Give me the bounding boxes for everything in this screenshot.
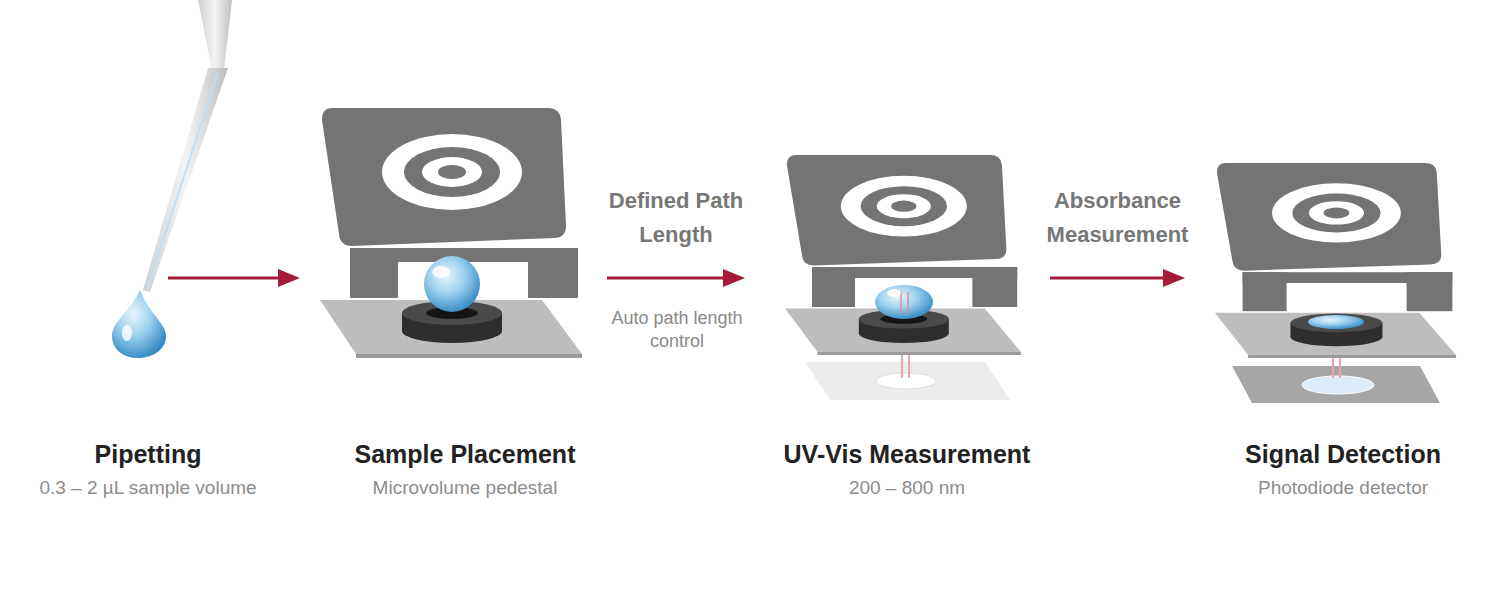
stage: Pipetting0.3 – 2 µL sample volume	[112, 100, 166, 520]
sample-drop	[112, 290, 166, 358]
stage: Signal DetectionPhotodiode detector	[1212, 100, 1460, 520]
stage: UV-Vis Measurement200 – 800 nm	[765, 100, 1020, 520]
stage-title: Pipetting	[95, 440, 202, 469]
sample-drop	[424, 256, 480, 312]
stage-title: Signal Detection	[1245, 440, 1441, 469]
spectrophotometer-pedestal	[320, 108, 582, 358]
note-label: Auto path length control	[607, 307, 747, 353]
flow-arrow	[607, 269, 745, 287]
edge-label: Absorbance Measurement	[1038, 184, 1198, 252]
sample-drop	[1308, 315, 1364, 329]
flow-arrow	[168, 269, 300, 287]
stage-subtitle: 200 – 800 nm	[849, 477, 965, 499]
stage-title: Sample Placement	[355, 440, 576, 469]
stage-subtitle: 0.3 – 2 µL sample volume	[39, 477, 256, 499]
stage-title: UV-Vis Measurement	[784, 440, 1031, 469]
stage-subtitle: Microvolume pedestal	[373, 477, 558, 499]
flow-arrow	[1050, 269, 1185, 287]
edge-label: Defined Path Length	[596, 184, 756, 252]
spectrophotometer-measuring	[785, 155, 1021, 400]
spectrophotometer-detecting	[1215, 163, 1456, 403]
sample-drop	[875, 285, 933, 319]
stage-subtitle: Photodiode detector	[1258, 477, 1428, 499]
stage: Sample PlacementMicrovolume pedestal	[305, 100, 580, 520]
pipette	[112, 0, 232, 358]
